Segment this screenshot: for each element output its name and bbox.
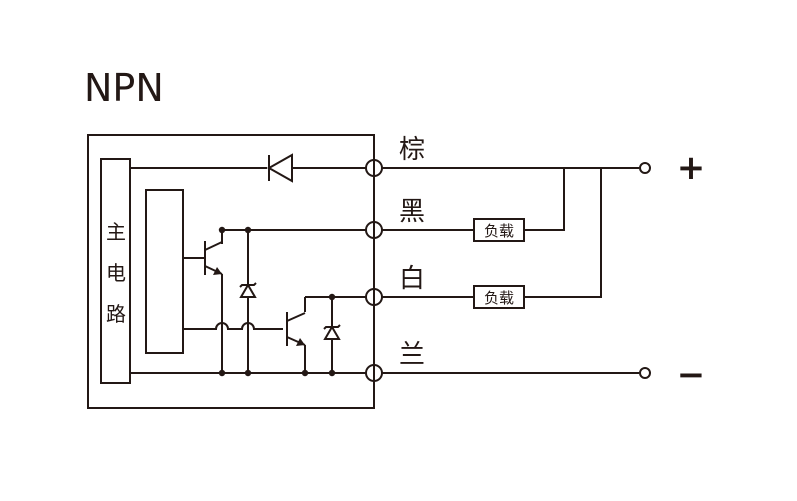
sensor-housing [87, 134, 375, 409]
main-circuit-char-3: 路 [106, 302, 126, 326]
output-transistor-2 [286, 312, 306, 373]
wire-label-white: 白 [399, 264, 425, 294]
wire-label-blue: 兰 [399, 340, 425, 370]
wire-label-black: 黑 [399, 197, 425, 227]
main-circuit-char-1: 主 [106, 220, 126, 244]
main-circuit-char-2: 电 [106, 261, 126, 285]
zener-diode-1 [239, 230, 257, 373]
positive-sign: + [677, 148, 706, 188]
main-circuit-block [100, 158, 131, 384]
white-output-line [304, 296, 366, 312]
wire-label-brown: 棕 [399, 135, 425, 165]
driver-block [145, 189, 184, 354]
positive-supply-terminal [639, 162, 651, 174]
junction-dots [218, 226, 336, 377]
load-1-label: 负载 [484, 222, 514, 240]
zener-diode-2 [323, 297, 341, 373]
black-output-line [221, 229, 366, 244]
driver-line-2 [183, 322, 283, 330]
load-1-return-line [524, 168, 565, 231]
load-2-label: 负载 [484, 289, 514, 307]
reverse-protection-diode [266, 153, 293, 183]
load-2-return-line [524, 168, 602, 298]
diagram-title: NPN [84, 66, 164, 110]
negative-supply-terminal [639, 367, 651, 379]
output-transistor-1 [183, 241, 223, 373]
negative-sign: − [677, 355, 706, 395]
